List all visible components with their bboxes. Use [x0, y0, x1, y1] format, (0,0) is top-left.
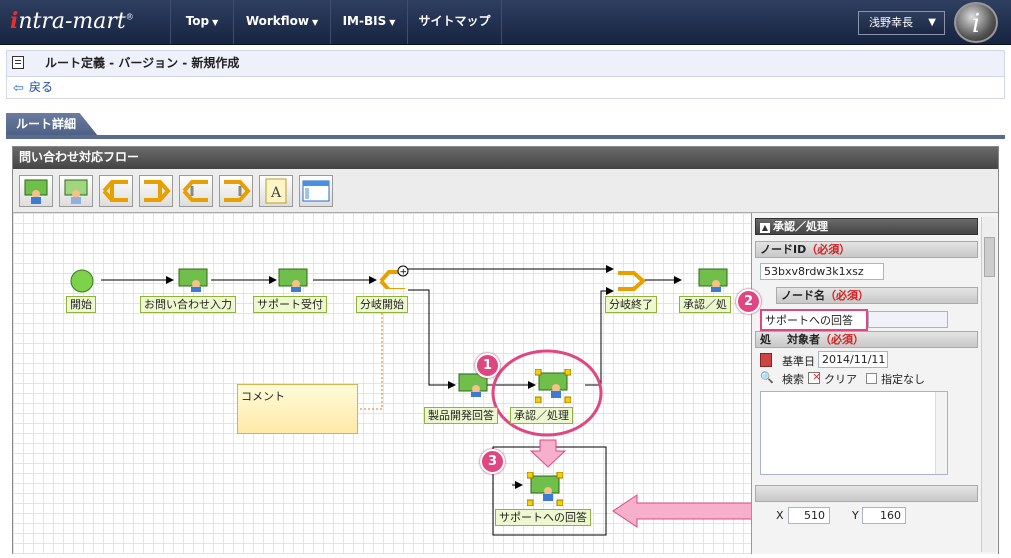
none-checkbox[interactable] [866, 373, 877, 384]
svg-text:+: + [400, 268, 408, 278]
panel-header[interactable]: ▲承認／処理 [755, 218, 978, 235]
nav-workflow[interactable]: Workflow▼ [233, 0, 330, 44]
user-menu[interactable]: 浅野幸長▼ [858, 11, 945, 35]
nav-im-bis[interactable]: IM-BIS▼ [330, 0, 407, 44]
target-list[interactable] [760, 391, 948, 475]
page-header: ルート定義 - バージョン - 新規作成 [6, 50, 1005, 77]
back-arrow-icon[interactable]: ⇦ [13, 81, 24, 96]
node-name-field-ext[interactable] [868, 311, 948, 328]
branch-end-alt-icon[interactable] [219, 175, 253, 207]
branch-start-label[interactable]: 分岐開始 [356, 296, 408, 313]
step-badge-1: 1 [475, 353, 500, 378]
branch-start-alt-icon[interactable] [179, 175, 213, 207]
back-bar: ⇦ 戻る [6, 77, 1005, 99]
date-label: 基準日 [782, 355, 815, 368]
property-panel: ▲承認／処理 ノードID（必須） 53bxv8rdw3k1xsz ノード名（必須… [736, 213, 998, 554]
top-navbar: iintra-martntra-mart® Top▼ Workflow▼ IM-… [0, 0, 1011, 45]
user-node-alt-icon[interactable] [59, 175, 93, 207]
target-header: 処対象者（必須） [755, 331, 978, 348]
node-name-field[interactable]: サポートへの回答 [760, 309, 868, 331]
user-node-selected-icon[interactable] [527, 472, 563, 506]
branch-end-icon[interactable] [139, 175, 173, 207]
support-answer-label[interactable]: サポートへの回答 [495, 509, 591, 526]
text-node-icon[interactable]: A [259, 175, 293, 207]
user-node-selected-icon[interactable] [535, 369, 571, 403]
collapse-icon[interactable]: ▲ [760, 223, 770, 233]
user-node-icon[interactable] [19, 175, 53, 207]
x-field[interactable]: 510 [788, 507, 830, 524]
intra-mart-logo[interactable]: iintra-martntra-mart® [10, 8, 134, 34]
branch-start-icon[interactable] [99, 175, 133, 207]
branch-end-node-icon[interactable] [616, 268, 646, 292]
step-badge-3: 3 [480, 449, 505, 474]
node-name-header: ノード名（必須） [776, 287, 978, 304]
product-dev-label[interactable]: 製品開発回答 [424, 407, 498, 424]
branch-start-node-icon[interactable]: + [379, 265, 409, 289]
approve-process-label[interactable]: 承認／処理 [510, 407, 573, 424]
clear-link[interactable]: クリア [824, 373, 857, 386]
flow-editor: 問い合わせ対応フロー A [12, 146, 999, 554]
search-link[interactable]: 検索 [782, 373, 804, 386]
user-node-icon[interactable] [698, 268, 728, 292]
back-link[interactable]: 戻る [29, 80, 54, 94]
none-label: 指定なし [881, 373, 925, 386]
search-icon[interactable]: 🔍 [760, 371, 774, 384]
flow-canvas[interactable]: 開始 お問い合わせ入力 サポート受付 + 分岐開始 分岐終了 承認／処 製品開発… [13, 213, 753, 554]
nav-sitemap[interactable]: サイトマップ [407, 0, 502, 44]
approve-top-label[interactable]: 承認／処 [679, 296, 731, 313]
tab-route-detail[interactable]: ルート詳細 [6, 113, 98, 136]
branch-end-label[interactable]: 分岐終了 [605, 296, 657, 313]
support-received-label[interactable]: サポート受付 [253, 296, 327, 313]
nav-top[interactable]: Top▼ [170, 0, 233, 44]
panel-scrollbar[interactable] [981, 217, 996, 552]
svg-text:A: A [270, 185, 282, 201]
intra-mart-i-icon[interactable]: i [954, 2, 998, 43]
inquiry-input-label[interactable]: お問い合わせ入力 [140, 296, 236, 313]
tab-underline [6, 135, 1005, 139]
user-node-icon[interactable] [178, 268, 208, 292]
date-field[interactable]: 2014/11/11 [818, 351, 888, 368]
position-header [755, 485, 978, 502]
node-id-header: ノードID（必須） [755, 241, 978, 258]
window-node-icon[interactable] [299, 175, 333, 207]
page-title: ルート定義 - バージョン - 新規作成 [45, 56, 240, 70]
calendar-icon[interactable] [760, 353, 772, 367]
y-field[interactable]: 160 [862, 507, 906, 524]
clear-icon[interactable]: × [808, 370, 821, 384]
comment-node[interactable]: コメント [237, 384, 358, 434]
start-node-icon[interactable] [70, 269, 100, 293]
flow-title: 問い合わせ対応フロー [13, 147, 998, 169]
y-label: Y [852, 509, 859, 522]
node-id-field[interactable]: 53bxv8rdw3k1xsz [760, 263, 884, 280]
page-icon [12, 56, 24, 69]
step-badge-2: 2 [736, 289, 761, 314]
flow-toolbar: A [13, 169, 998, 213]
x-label: X [776, 509, 784, 522]
user-node-icon[interactable] [458, 373, 488, 397]
user-node-icon[interactable] [278, 268, 308, 292]
start-node-label[interactable]: 開始 [66, 296, 96, 313]
